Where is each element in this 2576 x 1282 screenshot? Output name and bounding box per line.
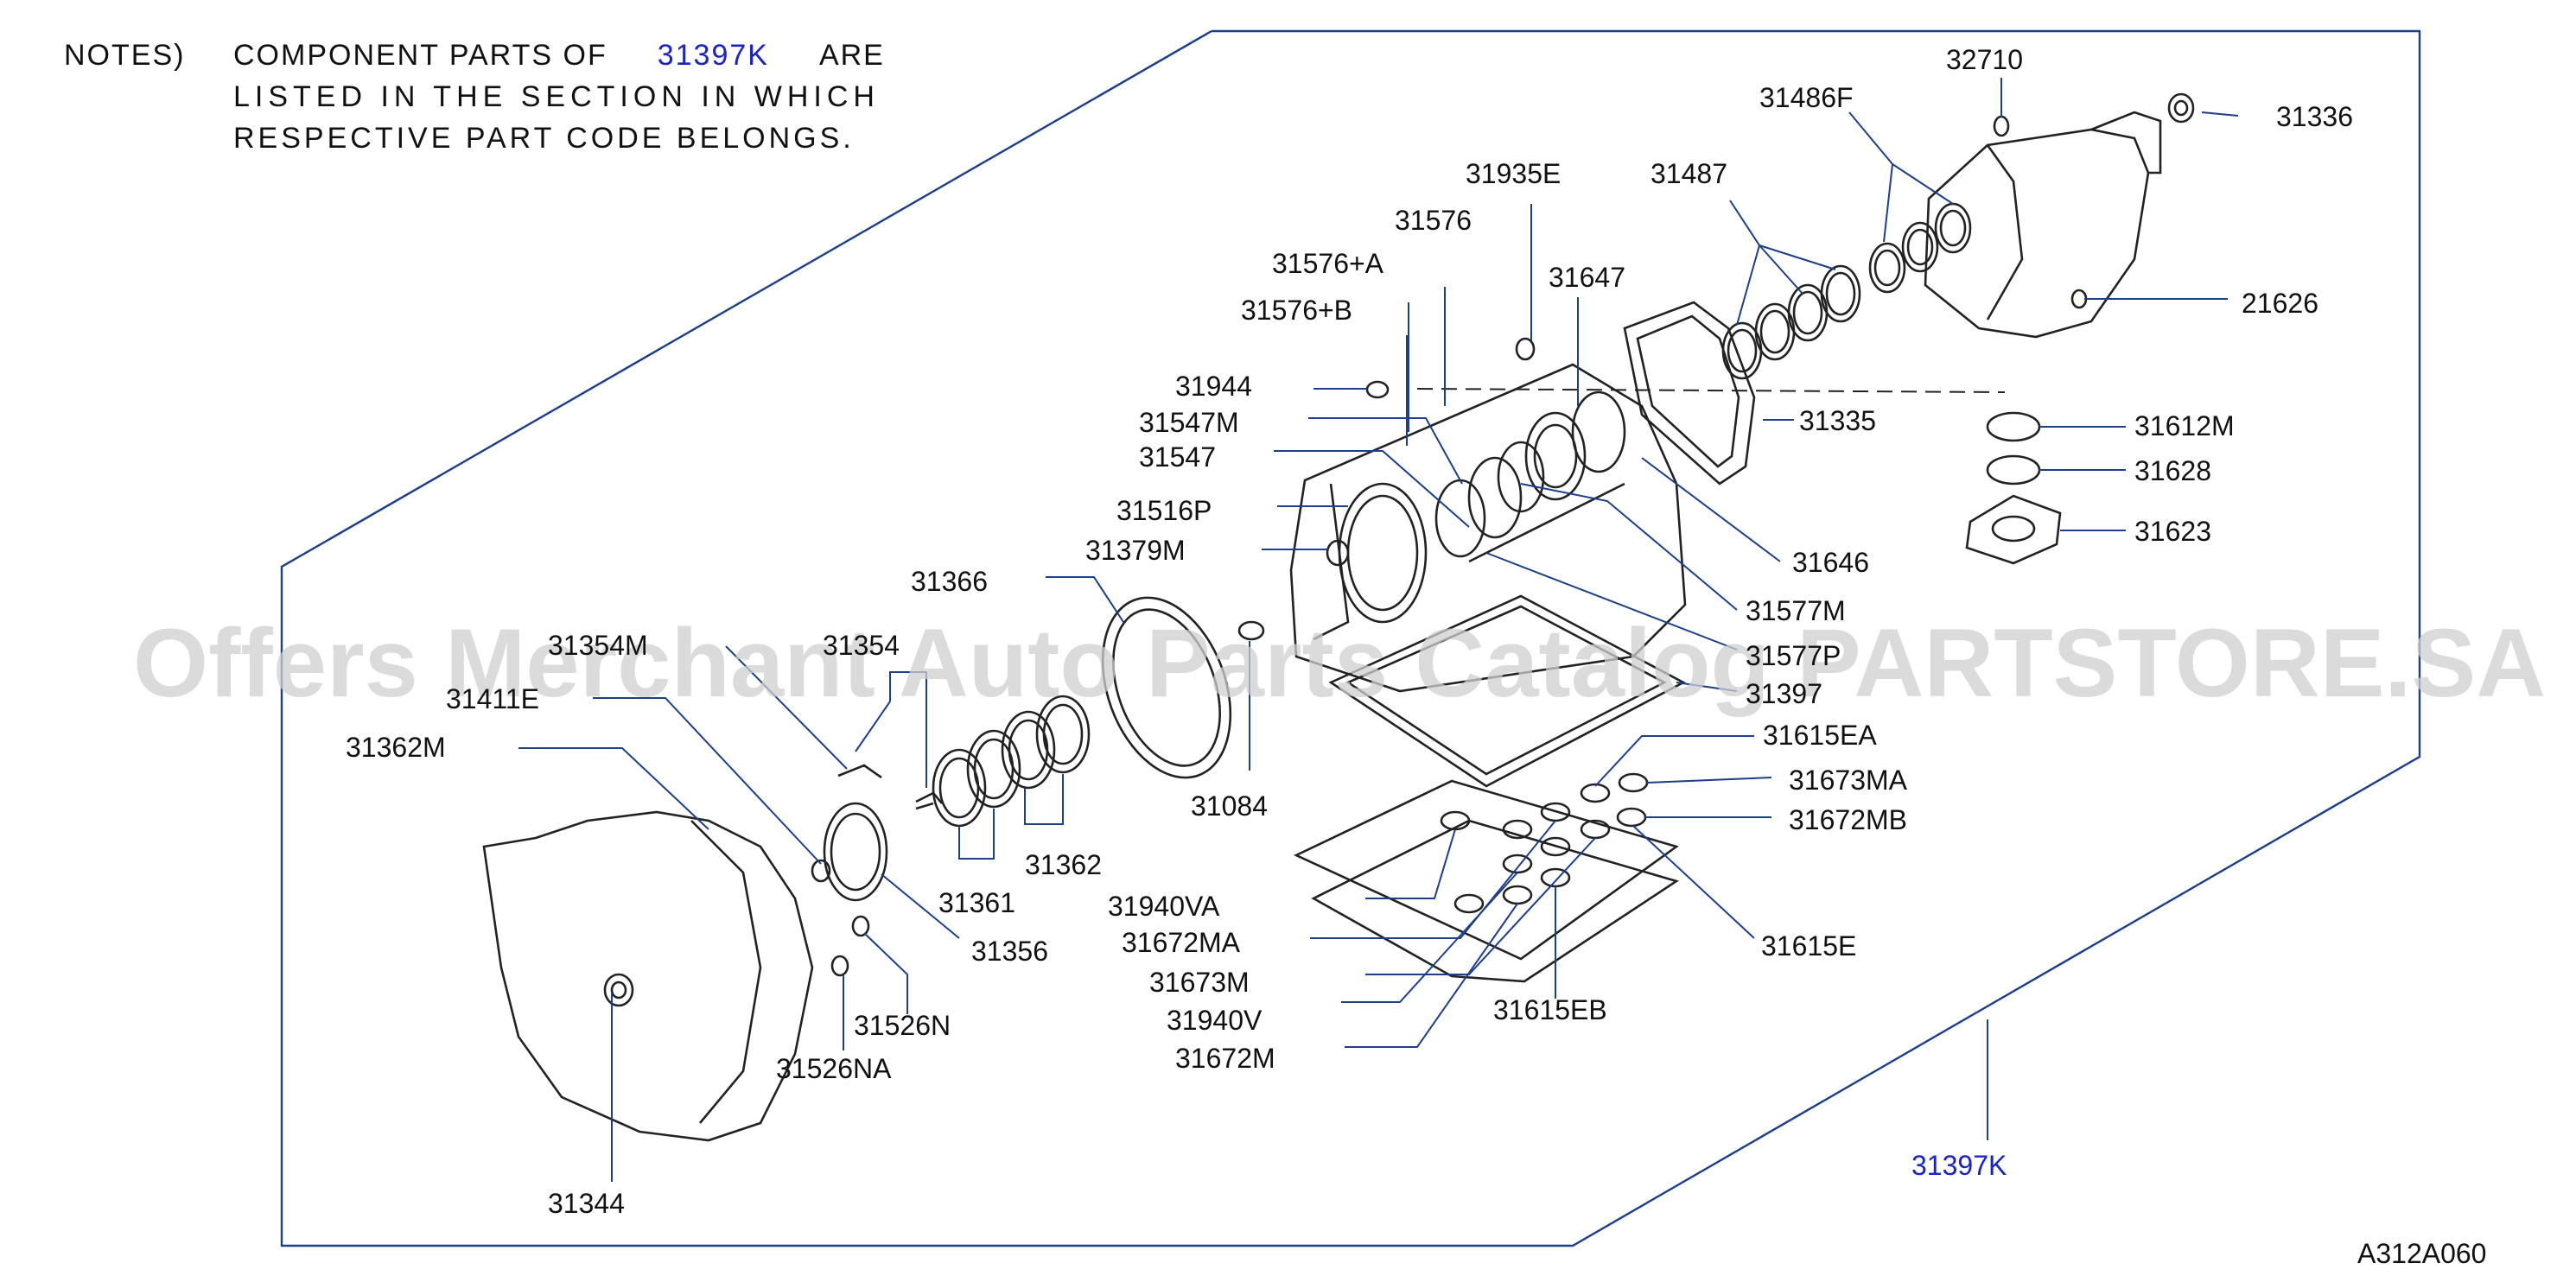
label-31411e[interactable]: 31411E [446,683,539,714]
label-31940va[interactable]: 31940VA [1108,891,1220,922]
label-31646[interactable]: 31646 [1792,547,1869,578]
label-31576-b[interactable]: 31576+B [1241,295,1352,326]
keys-31354 [837,764,943,810]
label-32710[interactable]: 32710 [1946,44,2023,75]
notes-line1-end: ARE [818,39,885,72]
label-31615e[interactable]: 31615E [1761,930,1856,962]
label-31084[interactable]: 31084 [1191,790,1268,822]
label-31547m[interactable]: 31547M [1139,407,1239,438]
gasket-31366 [1101,596,1232,779]
label-31577m[interactable]: 31577M [1746,595,1846,626]
label-31672mb[interactable]: 31672MB [1789,804,1907,835]
label-21626[interactable]: 21626 [2242,288,2318,319]
gasket-31335 [1623,301,1756,486]
extension-housing-drawing [1924,92,2195,339]
label-31361[interactable]: 31361 [938,887,1015,918]
label-31547[interactable]: 31547 [1139,441,1216,473]
label-31940v[interactable]: 31940V [1167,1005,1263,1036]
label-31336[interactable]: 31336 [2276,101,2353,132]
label-31356[interactable]: 31356 [971,936,1048,967]
watermark-text: Offers Merchant Auto Parts Catalog PARTS… [133,609,2546,717]
dashed-guide-line [1416,388,2006,393]
label-31576-a[interactable]: 31576+A [1272,248,1384,279]
oring-31084 [1237,620,1265,641]
converter-housing-drawing [482,810,814,1142]
notes-line2: LISTED IN THE SECTION IN WHICH [233,80,880,113]
notes-block: NOTES) COMPONENT PARTS OF 31397K ARE LIS… [64,35,885,159]
assembly-frame [280,29,2421,1247]
oring-31628 [1986,454,2041,486]
cover-31623 [1965,494,2062,565]
label-31944[interactable]: 31944 [1175,371,1252,402]
label-31379m[interactable]: 31379M [1085,535,1186,566]
label-31576[interactable]: 31576 [1395,205,1472,236]
label-31577p[interactable]: 31577P [1746,640,1841,671]
label-31516p[interactable]: 31516P [1116,495,1212,526]
oil-pan-gasket-drawing [1328,594,1686,788]
label-31615eb[interactable]: 31615EB [1493,994,1607,1025]
oil-pan-drawing [1293,779,1680,983]
rings-31362 [932,695,1091,828]
label-31362m[interactable]: 31362M [346,732,446,763]
diagram-reference: A312A060 [2357,1238,2486,1269]
label-31647[interactable]: 31647 [1549,262,1625,293]
label-31335[interactable]: 31335 [1799,405,1876,436]
label-31354m[interactable]: 31354M [548,630,648,661]
label-31615ea[interactable]: 31615EA [1763,720,1877,751]
notes-assembly-link[interactable]: 31397K [657,39,769,72]
label-31526n[interactable]: 31526N [854,1010,951,1041]
label-31672ma[interactable]: 31672MA [1122,927,1241,958]
notes-prefix: NOTES) [64,39,186,72]
label-31935e[interactable]: 31935E [1466,158,1561,189]
shim-rings-31487 [1721,264,1861,380]
pins-31526n [811,859,870,977]
seal-rings-31486f [1868,202,1972,294]
label-31623[interactable]: 31623 [2134,516,2211,547]
label-31362[interactable]: 31362 [1025,849,1102,880]
oring-31612m [1986,411,2041,442]
leader-lines [518,78,2239,1182]
seal-31356 [823,802,888,902]
notes-line3: RESPECTIVE PART CODE BELONGS. [233,122,855,155]
label-31612m[interactable]: 31612M [2134,410,2235,441]
label-31366[interactable]: 31366 [911,566,988,597]
label-31673ma[interactable]: 31673MA [1789,765,1908,796]
label-31672m[interactable]: 31672M [1175,1043,1275,1074]
notes-line1-start: COMPONENT PARTS OF [233,39,607,72]
label-31397[interactable]: 31397 [1746,678,1822,709]
label-31344[interactable]: 31344 [548,1188,625,1219]
label-31487[interactable]: 31487 [1651,158,1727,189]
label-31673m[interactable]: 31673M [1149,967,1250,998]
label-31354[interactable]: 31354 [823,630,900,661]
label-31486f[interactable]: 31486F [1759,82,1854,113]
assembly-code-link[interactable]: 31397K [1911,1150,2007,1181]
label-31628[interactable]: 31628 [2134,455,2211,486]
label-31526na[interactable]: 31526NA [776,1053,892,1084]
